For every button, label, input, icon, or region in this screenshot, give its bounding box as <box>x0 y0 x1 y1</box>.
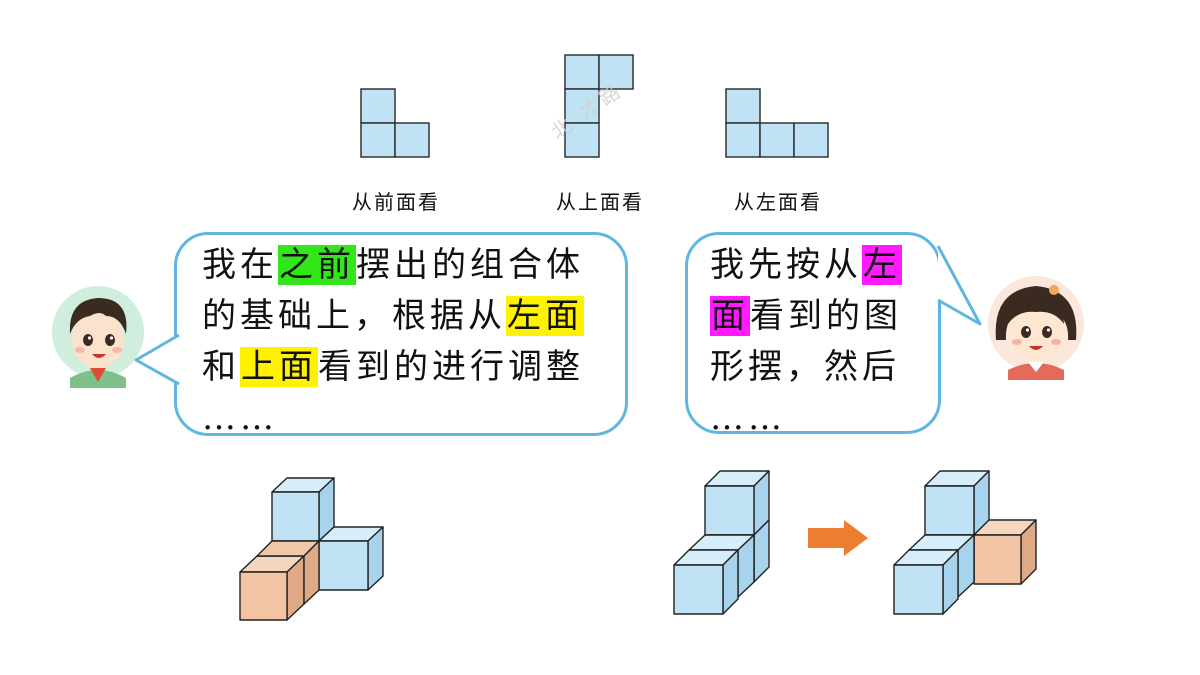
girl-line-1: 我先按从左 <box>710 245 902 285</box>
boy-line-4: …… <box>202 398 278 438</box>
girl-line-2: 面看到的图 <box>710 296 902 336</box>
highlight-top: 上面 <box>240 347 318 387</box>
boy-line-3: 和上面看到的进行调整 <box>202 347 584 387</box>
girl-avatar-icon <box>988 276 1084 380</box>
boy-line-1: 我在之前摆出的组合体 <box>202 245 584 285</box>
boy-avatar-icon <box>52 286 144 388</box>
highlight-left-1: 左 <box>862 245 902 285</box>
front-view-label: 从前面看 <box>352 190 440 214</box>
highlight-before: 之前 <box>278 245 356 285</box>
girl-line-3: 形摆，然后 <box>710 347 900 387</box>
cube-arrangement-middle <box>673 470 770 615</box>
top-view-label: 从上面看 <box>556 190 644 214</box>
girl-bubble-tail <box>936 245 982 326</box>
girl-bubble-text: 我先按从左 面看到的图 形摆，然后 …… <box>710 240 902 444</box>
boy-bubble-text: 我在之前摆出的组合体 的基础上，根据从左面 和上面看到的进行调整 …… <box>202 240 584 444</box>
right-arrow-icon <box>808 520 868 556</box>
highlight-left-2: 面 <box>710 296 750 336</box>
cube-arrangement-right <box>893 470 1037 615</box>
left-view-grid <box>725 88 829 158</box>
boy-line-2: 的基础上，根据从左面 <box>202 296 584 336</box>
boy-bubble-tail <box>134 333 180 386</box>
girl-line-4: …… <box>710 398 786 438</box>
cube-arrangement-left <box>239 477 384 621</box>
left-view-label: 从左面看 <box>734 190 822 214</box>
highlight-left: 左面 <box>506 296 584 336</box>
top-view-grid <box>564 54 634 158</box>
front-view-grid <box>360 88 430 158</box>
